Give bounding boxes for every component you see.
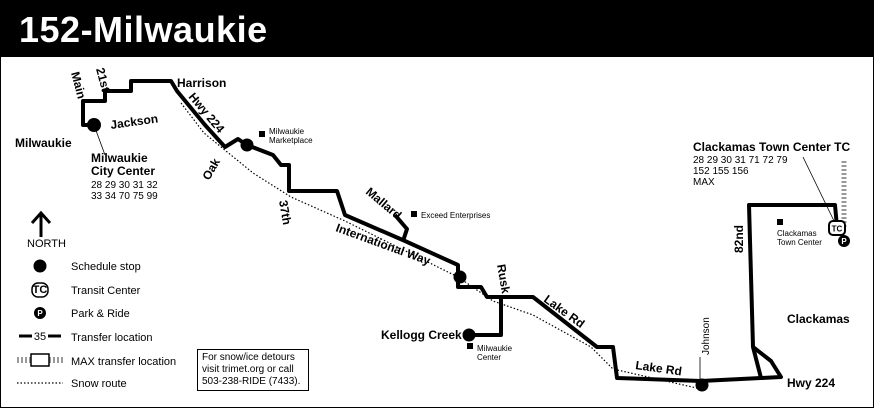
street-harrison: Harrison xyxy=(177,76,226,90)
place-mcc-line1: Milwaukie xyxy=(91,151,148,165)
marketplace-line2: Marketplace xyxy=(269,136,313,145)
street-johnson: Johnson xyxy=(701,317,712,355)
north-arrow-icon xyxy=(30,210,52,225)
ctc-square xyxy=(777,219,783,225)
stop-milwaukie-city-center[interactable] xyxy=(87,118,101,132)
ctc-line1: Clackamas xyxy=(777,229,817,238)
cttc-transfers-line1: 28 29 30 31 71 72 79 xyxy=(693,155,788,166)
street-37th: 37th xyxy=(276,199,294,226)
legend-schedule-stop: Schedule stop xyxy=(71,261,141,273)
legend-park-ride: Park & Ride xyxy=(71,308,130,320)
legend-transfer-location: Transfer location xyxy=(71,332,153,344)
mallard-spur xyxy=(393,213,409,242)
legend-max-box xyxy=(30,353,50,367)
snow-detour-note: For snow/ice detours visit trimet.org or… xyxy=(197,349,309,391)
street-82nd: 82nd xyxy=(732,225,746,253)
legend-pr-badge: P xyxy=(37,309,43,318)
kellogg-spur xyxy=(469,297,503,337)
title-bar: 152-Milwaukie xyxy=(1,1,873,57)
route-line-east xyxy=(700,203,839,383)
place-cttc: Clackamas Town Center TC xyxy=(693,140,850,154)
place-exceed: Exceed Enterprises xyxy=(421,211,490,220)
note-line1: For snow/ice detours xyxy=(202,352,295,363)
street-main: Main xyxy=(68,70,89,100)
stop-kellogg-creek[interactable] xyxy=(462,328,476,342)
street-lake-rd-upper: Lake Rd xyxy=(541,292,587,331)
place-mcc-line2: City Center xyxy=(91,164,155,178)
street-jackson: Jackson xyxy=(109,111,159,132)
milwaukie-center-line2: Center xyxy=(477,353,501,362)
legend-snow-route: Snow route xyxy=(71,378,127,390)
legend-north: NORTH xyxy=(27,238,66,250)
legend-transfer-number: 35 xyxy=(34,331,46,343)
cttc-badge-label: TC xyxy=(832,225,843,234)
note-line3: 503-238-RIDE (7433). xyxy=(202,376,301,387)
milwaukie-center-line1: Milwaukie xyxy=(477,344,513,353)
street-lake-rd-lower: Lake Rd xyxy=(635,358,683,378)
place-clackamas: Clackamas xyxy=(787,312,850,326)
street-21st: 21st xyxy=(93,66,113,93)
street-hwy224-east: Hwy 224 xyxy=(787,376,835,390)
mcc-transfers-line2: 33 34 70 75 99 xyxy=(91,191,158,202)
street-rusk: Rusk xyxy=(494,263,513,295)
place-milwaukie: Milwaukie xyxy=(15,136,72,150)
leader-cttc xyxy=(802,156,836,224)
marketplace-line1: Milwaukie xyxy=(269,127,305,136)
place-kellogg-creek: Kellogg Creek xyxy=(381,328,462,342)
route-line-loop xyxy=(751,345,783,380)
cttc-transfers-line3: MAX xyxy=(693,177,715,188)
exceed-square xyxy=(411,211,417,217)
legend-stop-icon xyxy=(33,259,47,273)
legend-tc-badge: TC xyxy=(33,284,48,296)
park-ride-label: P xyxy=(841,237,847,246)
stop-johnson[interactable] xyxy=(695,378,709,392)
snow-route-line xyxy=(180,102,702,390)
route-title: 152-Milwaukie xyxy=(19,9,268,50)
cttc-transfers-line2: 152 155 156 xyxy=(693,166,749,177)
ctc-line2: Town Center xyxy=(777,238,822,247)
mcc-transfers-line1: 28 29 30 31 32 xyxy=(91,180,158,191)
legend-pr-icon xyxy=(34,307,46,319)
street-international-way: International Way xyxy=(334,221,433,268)
stop-milwaukie-marketplace[interactable] xyxy=(240,138,254,152)
marketplace-square xyxy=(259,131,265,137)
park-ride-icon[interactable] xyxy=(838,235,850,247)
stop-international-way[interactable] xyxy=(453,270,467,284)
legend-transit-center: Transit Center xyxy=(71,285,141,297)
legend: NORTH Schedule stop TC Transit Center P … xyxy=(17,210,176,390)
legend-transfer-gap xyxy=(32,330,48,342)
cttc-badge[interactable] xyxy=(828,220,846,236)
milwaukie-center-square xyxy=(467,343,473,349)
note-line2: visit trimet.org or call xyxy=(202,364,294,375)
street-oak: Oak xyxy=(199,156,223,183)
street-mallard: Mallard xyxy=(363,185,404,223)
legend-max-transfer: MAX transfer location xyxy=(71,356,176,368)
legend-tc-icon xyxy=(31,282,49,298)
